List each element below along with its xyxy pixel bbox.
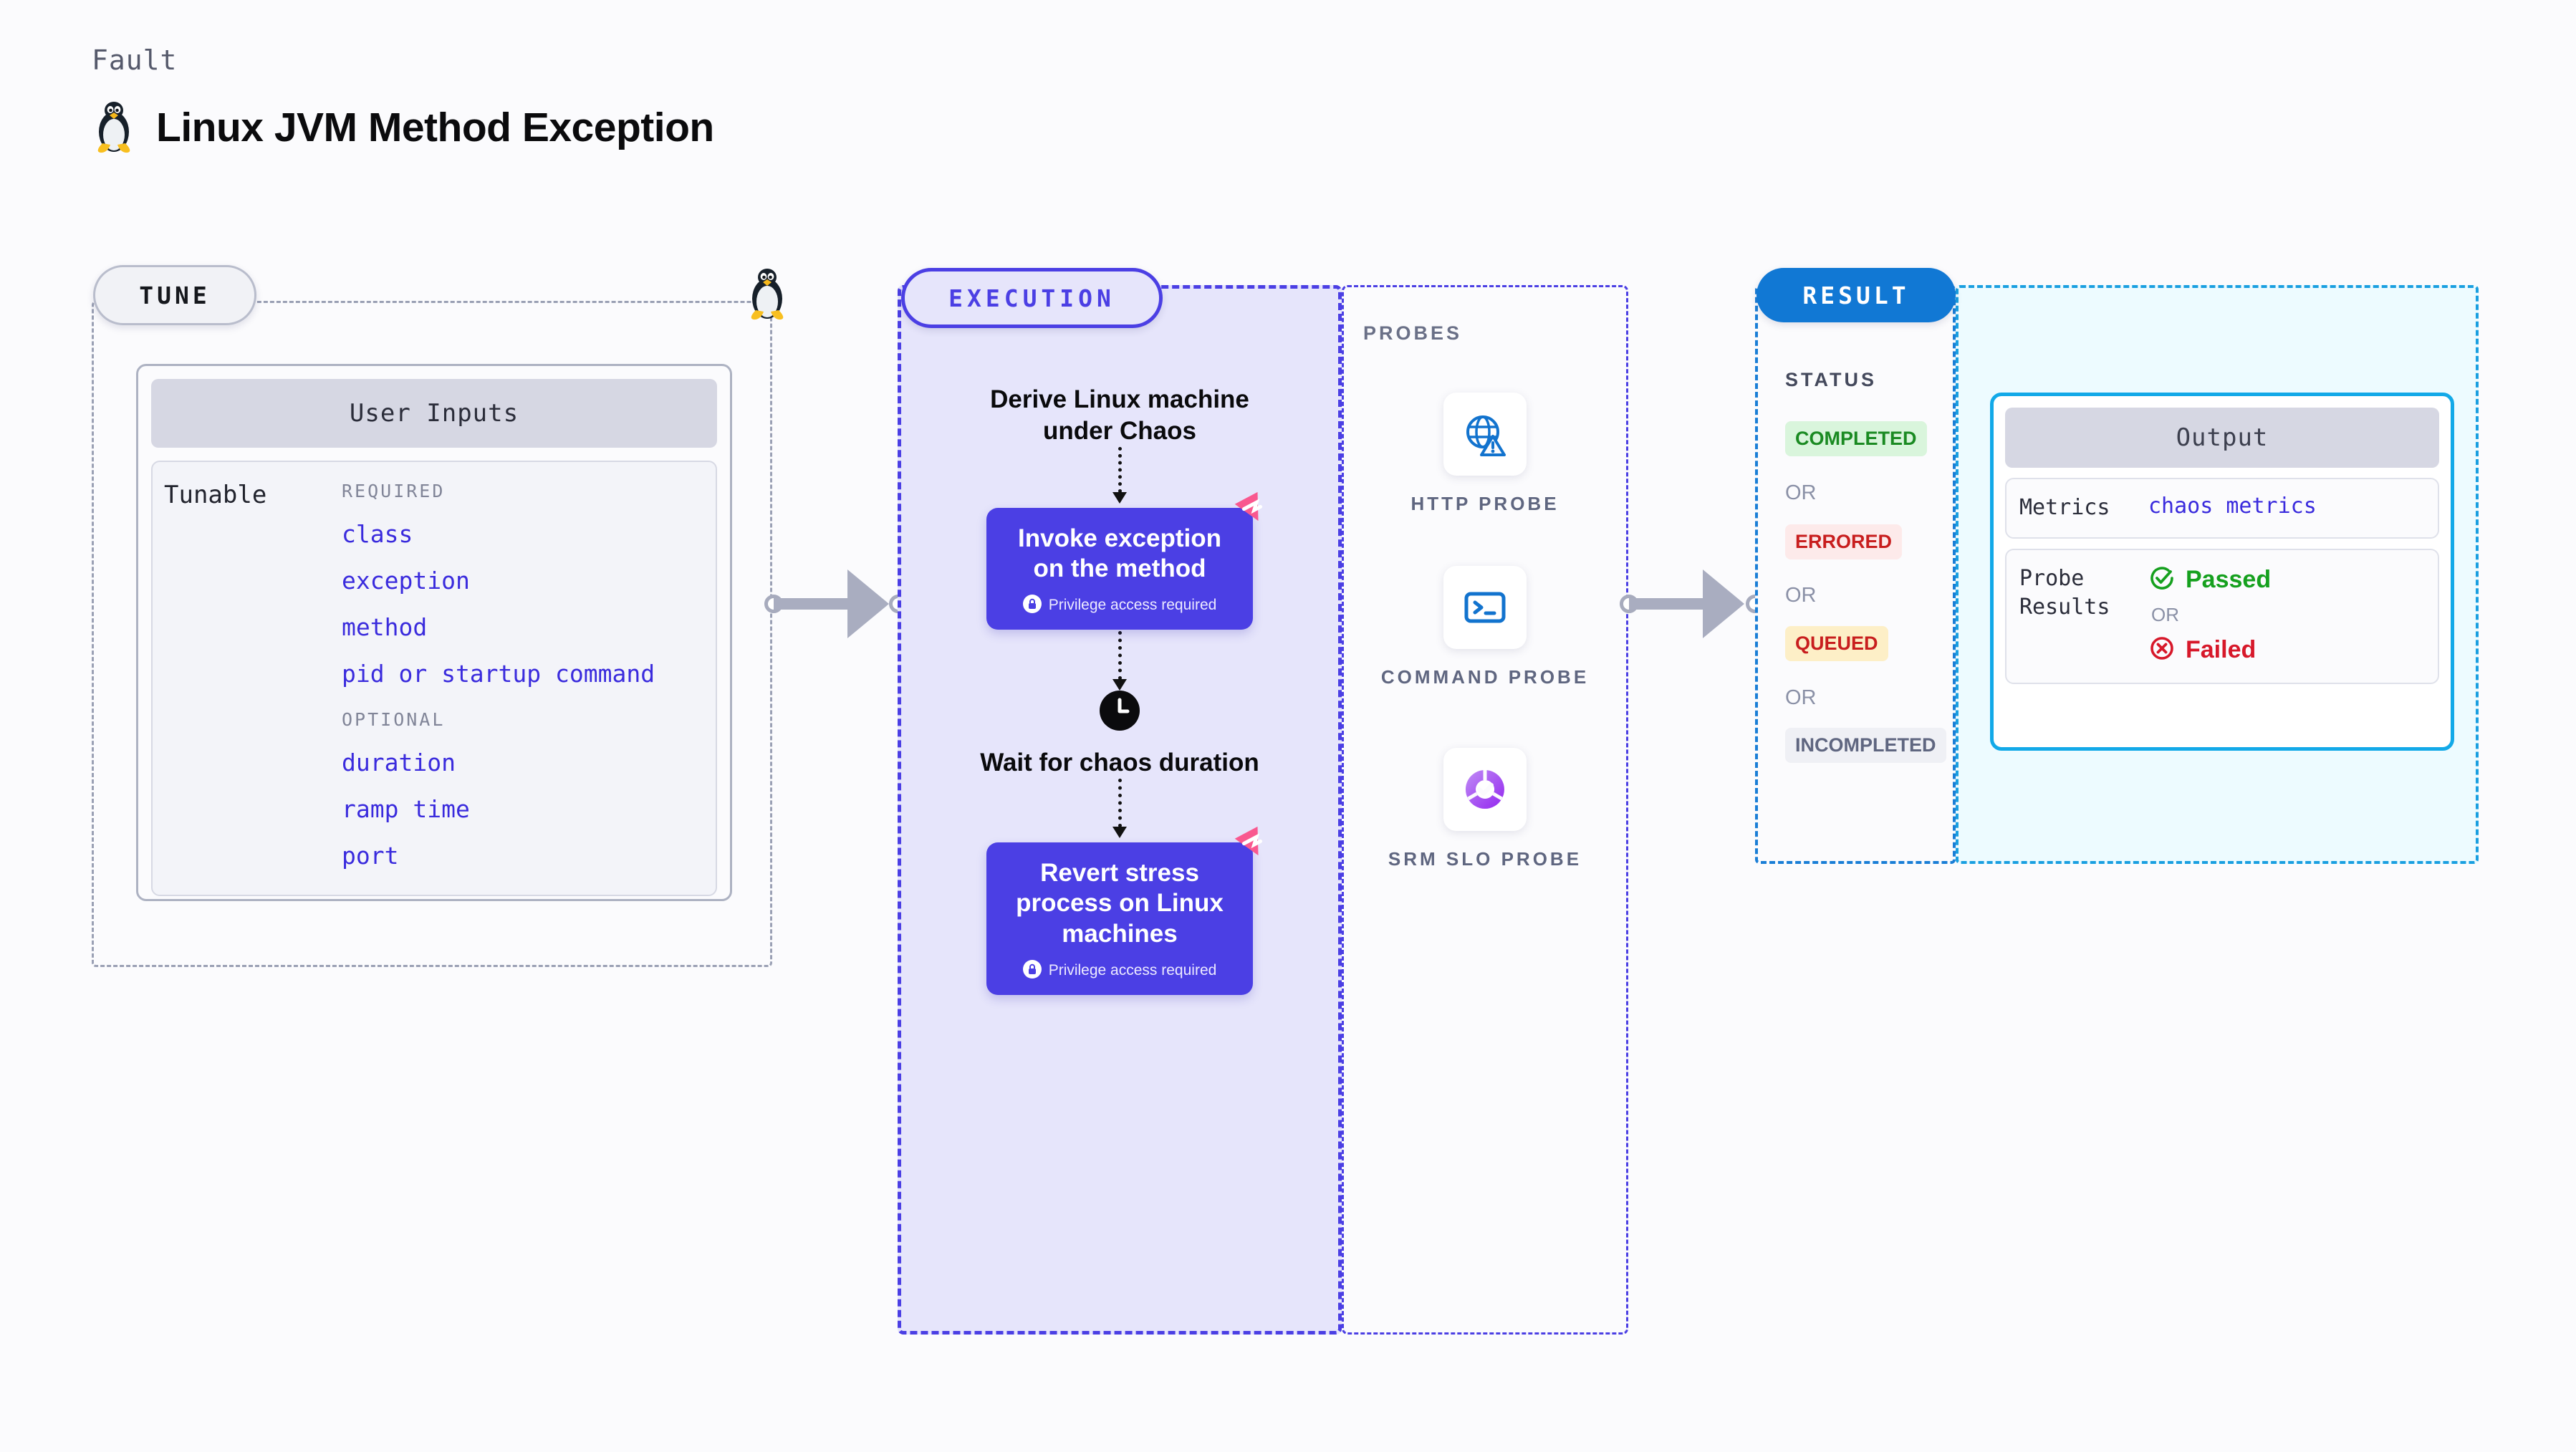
probe-label: HTTP PROBE xyxy=(1410,493,1559,514)
failed-label: Failed xyxy=(2186,635,2257,663)
tune-panel xyxy=(92,301,772,967)
output-header: Output xyxy=(2005,408,2439,468)
tunable-lists: REQUIRED class exception method pid or s… xyxy=(342,481,710,895)
or-separator: OR xyxy=(2151,603,2179,625)
execution-step-derive: Derive Linux machine under Chaos xyxy=(990,385,1249,445)
tunable-item-ramp-time[interactable]: ramp time xyxy=(342,795,470,823)
tunable-item-exception[interactable]: exception xyxy=(342,567,470,595)
result-status-panel xyxy=(1755,285,1956,864)
or-separator: OR xyxy=(1785,686,1817,709)
check-circle-icon xyxy=(2148,564,2176,595)
terminal-icon xyxy=(1443,566,1527,649)
lock-icon xyxy=(1022,594,1042,617)
probe-label: COMMAND PROBE xyxy=(1380,666,1590,688)
connector-arrowhead xyxy=(847,569,889,638)
status-badge-errored: ERRORED xyxy=(1785,524,1903,559)
tunable-item-method[interactable]: method xyxy=(342,613,428,641)
probe-label: SRM SLO PROBE xyxy=(1388,848,1582,870)
probes-label: PROBES xyxy=(1363,322,1463,344)
output-row-metrics: Metrics chaos metrics xyxy=(2005,478,2439,539)
or-separator: OR xyxy=(1785,584,1817,607)
metrics-key: Metrics xyxy=(2019,495,2110,520)
execution-action-revert[interactable]: Revert stress process on Linux machines … xyxy=(986,826,1263,995)
output-card: Output Metrics chaos metrics Probe Resul… xyxy=(1990,393,2454,751)
linux-penguin-icon xyxy=(92,102,136,153)
output-row-probe-results: Probe Results Passed OR xyxy=(2005,548,2439,684)
harness-mark-icon xyxy=(1233,825,1273,869)
privilege-text: Privilege access required xyxy=(1048,962,1217,979)
or-separator: OR xyxy=(1785,481,1817,504)
required-heading: REQUIRED xyxy=(342,481,446,501)
flow-arrow xyxy=(1112,778,1127,838)
x-circle-icon xyxy=(2148,635,2176,665)
title-row: Linux JVM Method Exception xyxy=(92,102,714,153)
connector-arrowhead xyxy=(1703,569,1744,638)
user-inputs-card: User Inputs Tunable REQUIRED class excep… xyxy=(136,364,732,901)
tunable-item-port[interactable]: port xyxy=(342,842,399,870)
probe-result-passed: Passed xyxy=(2148,564,2271,595)
page-header: Fault Linux JVM Method Exception xyxy=(92,44,714,153)
linux-penguin-icon-connector xyxy=(745,269,789,324)
action-title: Invoke exception on the method xyxy=(1018,524,1221,583)
probe-command[interactable]: COMMAND PROBE xyxy=(1342,566,1628,690)
probe-result-failed: Failed xyxy=(2148,635,2271,665)
tunable-box: Tunable REQUIRED class exception method … xyxy=(151,461,717,896)
globe-warning-icon xyxy=(1443,393,1527,476)
probe-srm-slo[interactable]: SRM SLO PROBE xyxy=(1342,748,1628,872)
execution-step-wait: Wait for chaos duration xyxy=(980,748,1259,777)
tunable-item-class[interactable]: class xyxy=(342,520,413,548)
passed-label: Passed xyxy=(2186,565,2272,593)
privilege-row: Privilege access required xyxy=(1005,594,1234,617)
optional-heading: OPTIONAL xyxy=(342,709,446,730)
status-badge-completed: COMPLETED xyxy=(1785,421,1927,456)
harness-mark-icon xyxy=(1233,491,1273,534)
tunable-item-pid-or-startup-command[interactable]: pid or startup command xyxy=(342,660,655,688)
lock-icon xyxy=(1022,959,1042,982)
flow-arrow xyxy=(1112,630,1127,691)
status-badge-queued: QUEUED xyxy=(1785,626,1888,661)
result-pill[interactable]: RESULT xyxy=(1756,268,1956,322)
probe-results-values: Passed OR Failed xyxy=(2148,564,2271,665)
probe-results-key: Probe Results xyxy=(2019,565,2110,620)
fault-kicker: Fault xyxy=(92,44,178,76)
metrics-value[interactable]: chaos metrics xyxy=(2148,494,2317,519)
tunable-item-duration[interactable]: duration xyxy=(342,749,456,777)
page-title: Linux JVM Method Exception xyxy=(156,105,714,150)
privilege-text: Privilege access required xyxy=(1048,597,1217,614)
probe-http[interactable]: HTTP PROBE xyxy=(1342,393,1628,516)
tune-pill[interactable]: TUNE xyxy=(93,265,256,325)
status-badge-incompleted: INCOMPLETED xyxy=(1785,728,1946,763)
srm-slo-donut-icon xyxy=(1443,748,1527,831)
execution-flow: Derive Linux machine under Chaos Invoke … xyxy=(898,285,1342,1335)
action-title: Revert stress process on Linux machines xyxy=(1016,858,1224,948)
user-inputs-header: User Inputs xyxy=(151,379,717,448)
clock-icon xyxy=(1100,690,1140,734)
status-label: STATUS xyxy=(1785,369,1877,390)
execution-pill[interactable]: EXECUTION xyxy=(901,268,1163,328)
flow-arrow xyxy=(1112,446,1127,504)
privilege-row: Privilege access required xyxy=(1005,959,1234,982)
execution-action-invoke[interactable]: Invoke exception on the method Privilege… xyxy=(986,491,1263,630)
tunable-label: Tunable xyxy=(164,481,267,509)
